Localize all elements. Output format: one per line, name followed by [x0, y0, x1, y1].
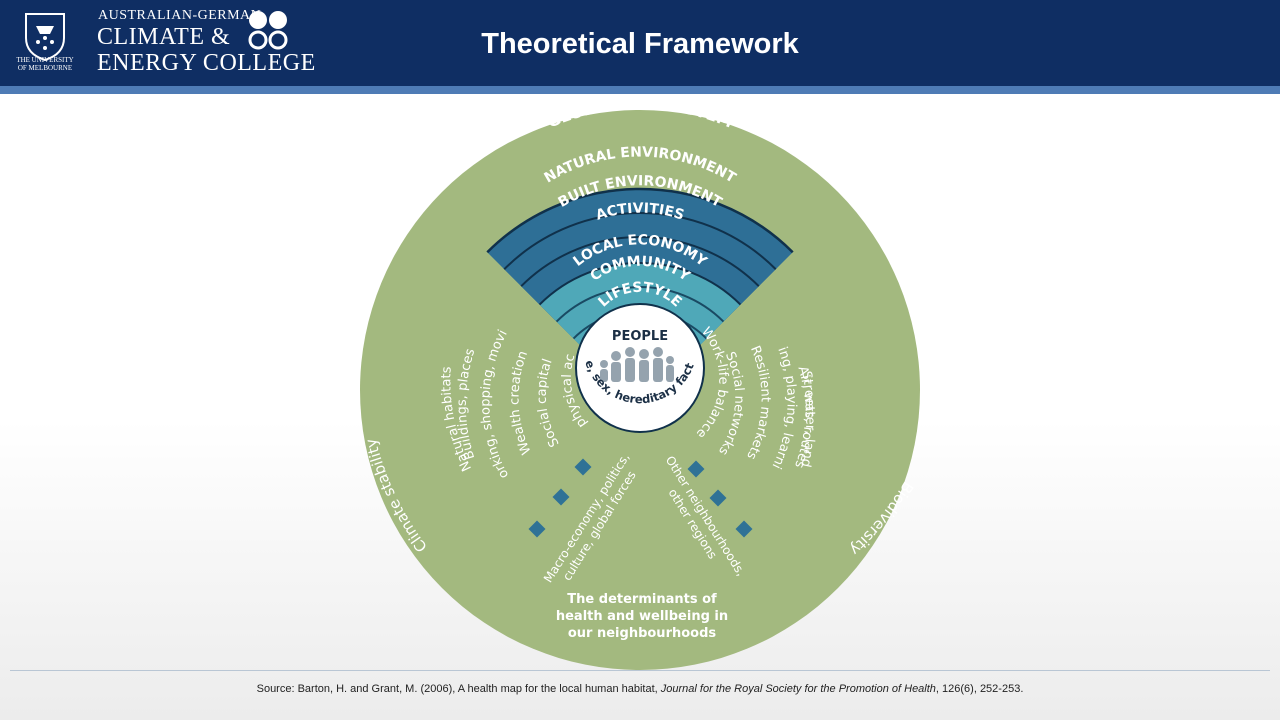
wedge-markers-left: [528, 458, 592, 538]
wedge-marker-icon: [552, 488, 570, 506]
college-circles-icon: [248, 11, 288, 50]
wedge-marker-icon: [687, 460, 705, 478]
college-name-line3: ENERGY COLLEGE: [97, 50, 316, 76]
slide-title: Theoretical Framework: [481, 28, 799, 60]
header-stripe: [0, 86, 1280, 94]
university-name: THE UNIVERSITY OF MELBOURNE: [16, 56, 74, 72]
source-journal: Journal for the Royal Society for the Pr…: [660, 683, 936, 695]
footer-divider: [10, 670, 1270, 671]
people-label: PEOPLE: [612, 329, 668, 344]
college-name-line1: AUSTRALIAN-GERMAN: [98, 8, 262, 23]
source-citation: Source: Barton, H. and Grant, M. (2006),…: [0, 683, 1280, 695]
wedge-marker-icon: [574, 458, 592, 476]
wedge-marker-icon: [735, 520, 753, 538]
ring-label-activities: ACTIVITIES: [594, 201, 686, 224]
caption-line3: our neighbourhoods: [568, 626, 717, 641]
wedge-markers-right: [687, 460, 753, 538]
caption-line2: health and wellbeing in: [556, 609, 728, 624]
header-bar: THE UNIVERSITY OF MELBOURNE AUSTRALIAN-G…: [0, 0, 1280, 86]
wedge-marker-icon: [709, 489, 727, 507]
source-suffix: , 126(6), 252-253.: [935, 683, 1024, 695]
people-figures-icon: [600, 347, 674, 382]
college-name-line2: CLIMATE &: [97, 24, 231, 50]
university-crest-icon: [25, 13, 65, 62]
svg-text:ACTIVITIES: ACTIVITIES: [594, 201, 686, 224]
wedge-marker-icon: [528, 520, 546, 538]
caption-line1: The determinants of: [567, 592, 717, 607]
source-prefix: Source: Barton, H. and Grant, M. (2006),…: [256, 683, 661, 695]
